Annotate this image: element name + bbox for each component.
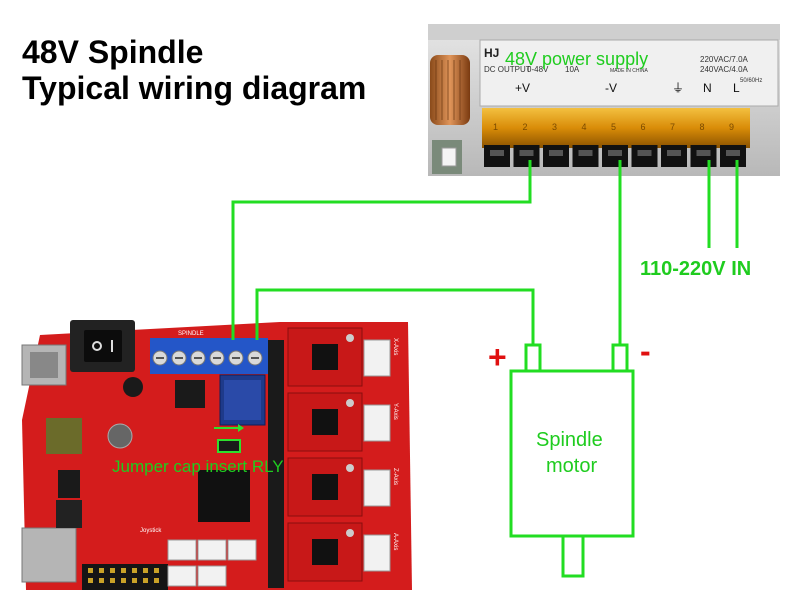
diagram-title: 48V Spindle Typical wiring diagram bbox=[22, 34, 366, 106]
psu-made-in-text: MADE IN CHINA bbox=[610, 68, 648, 74]
psu-dc-output-text: DC OUTPUT bbox=[484, 65, 531, 74]
psu-terminal-number: 3 bbox=[552, 122, 557, 132]
board-capacitor bbox=[123, 377, 143, 397]
axis-label: A-Axis bbox=[392, 533, 398, 550]
psu-terminal-ground: ⏚ bbox=[672, 81, 684, 95]
axis-label: X-Axis bbox=[392, 338, 398, 355]
psu-input-rating-2: 240VAC/4.0A bbox=[700, 65, 749, 74]
psu-terminal-number: 5 bbox=[611, 122, 616, 132]
motor-connector bbox=[363, 339, 391, 377]
driver-header-strip bbox=[268, 340, 284, 588]
motor-connector bbox=[363, 534, 391, 572]
board-electrolytic-cap bbox=[107, 423, 133, 449]
pin-header bbox=[82, 564, 168, 590]
motor-plus-terminal bbox=[524, 343, 542, 373]
spindle-motor bbox=[509, 343, 635, 578]
psu-terminal-number: 2 bbox=[523, 122, 528, 132]
psu-top-edge bbox=[428, 24, 780, 40]
psu-label: 48V power supply bbox=[505, 49, 648, 69]
title-line-2: Typical wiring diagram bbox=[22, 70, 367, 106]
motor-connector bbox=[363, 404, 391, 442]
microcontroller-chip bbox=[198, 470, 250, 522]
ac-input-label: 110-220V IN bbox=[640, 258, 751, 280]
psu-terminal-number: 7 bbox=[670, 122, 675, 132]
psu-label-plate bbox=[479, 39, 779, 107]
power-supply: HJ DC OUTPUT 0-48V 10A MADE IN CHINA 220… bbox=[428, 24, 780, 176]
axis-label: Y-Axis bbox=[392, 403, 398, 420]
joystick-connectors bbox=[167, 539, 257, 587]
psu-model-text: HJ bbox=[484, 46, 499, 60]
title-line-1: 48V Spindle bbox=[22, 34, 204, 70]
psu-terminal-number: 6 bbox=[641, 122, 646, 132]
spindle-terminal-screws bbox=[152, 350, 263, 366]
wires bbox=[231, 160, 739, 345]
motor-shaft bbox=[561, 534, 585, 578]
jumper-cap bbox=[217, 439, 241, 453]
psu-terminal-cover bbox=[482, 108, 750, 148]
joystick-label: Joystick bbox=[140, 528, 162, 534]
dc-barrel-jack bbox=[21, 527, 77, 583]
motor-connector bbox=[363, 469, 391, 507]
psu-frequency-text: 50/60Hz bbox=[740, 78, 762, 84]
header-pins bbox=[88, 568, 159, 583]
motor-label-line-2: motor bbox=[546, 455, 597, 477]
motor-plus-sign: + bbox=[488, 339, 507, 375]
psu-voltage-rating: 0-48V bbox=[527, 65, 549, 74]
psu-terminal-plus-v: +V bbox=[515, 81, 530, 95]
motor-minus-terminal bbox=[611, 343, 629, 373]
mosfet bbox=[175, 380, 205, 408]
psu-terminal-l: L bbox=[733, 81, 740, 95]
psu-terminal-number: 9 bbox=[729, 122, 734, 132]
jumper-instruction-label: Jumper cap insert RLY bbox=[112, 457, 284, 476]
motor-label-line-1: Spindle bbox=[536, 429, 603, 451]
psu-terminal-number: 4 bbox=[582, 122, 587, 132]
voltage-regulator bbox=[58, 470, 80, 498]
psu-terminal-number: 1 bbox=[493, 122, 498, 132]
psu-terminal-n: N bbox=[703, 81, 712, 95]
psu-terminal-minus-v: -V bbox=[605, 81, 617, 95]
psu-current-rating: 10A bbox=[565, 65, 580, 74]
board-crystal bbox=[46, 418, 82, 454]
psu-input-rating-1: 220VAC/7.0A bbox=[700, 55, 749, 64]
wire-psu-plus-to-board bbox=[231, 160, 532, 340]
motor-body bbox=[509, 369, 635, 538]
axis-label: Z-Axis bbox=[392, 468, 398, 485]
psu-terminal-number: 8 bbox=[700, 122, 705, 132]
motor-minus-sign: - bbox=[640, 333, 651, 369]
psu-terminal-blocks: 1 2 3 4 5 6 7 8 9 bbox=[484, 122, 746, 167]
wire-board-to-motor-plus bbox=[255, 288, 535, 345]
spindle-terminal-label: SPINDLE bbox=[178, 331, 204, 337]
psu-led-connector bbox=[441, 147, 457, 167]
